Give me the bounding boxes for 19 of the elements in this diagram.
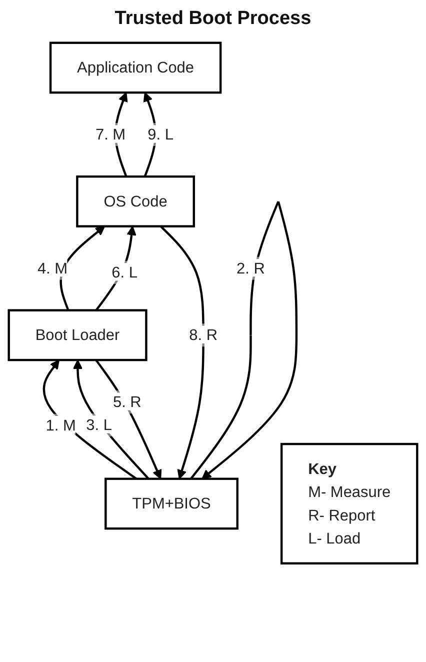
node-box: Key M- Measure R- Report L- Load [280,442,418,564]
node-box: Application Code [49,42,222,94]
arrow [160,226,204,480]
node-box: Boot Loader [8,309,148,362]
edge-label: 5. R [112,392,142,410]
arrow [42,360,138,480]
edge-label: 9. L [148,125,174,143]
edge-label: 4. M [37,258,68,277]
edge-label: 6. L [112,262,138,281]
edge-label: 8. R [189,326,218,344]
edge-label: 3. L [86,416,112,434]
node-box: TPM+BIOS [104,478,238,530]
edge-label: 2. R [236,258,265,277]
arrow [95,359,162,480]
edge-label: 1. M [46,416,76,434]
edge-label: 7. M [95,125,126,143]
diagram-title: Trusted Boot Process [114,7,312,31]
arrow [72,360,150,480]
node-box: OS Code [76,175,195,228]
